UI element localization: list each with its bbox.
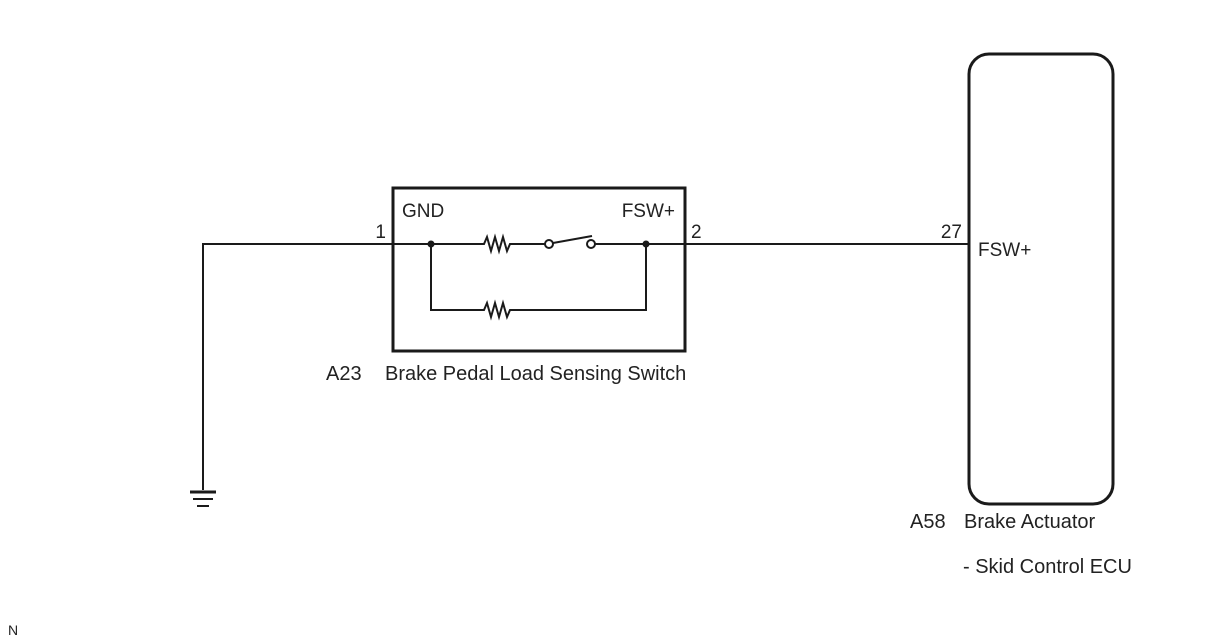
switch-pin-1: 1: [375, 222, 386, 243]
ground-wire: [202, 243, 393, 490]
resistor-upper-icon: [480, 233, 514, 255]
switch-name: Brake Pedal Load Sensing Switch: [385, 363, 686, 385]
ecu-name-line2: - Skid Control ECU: [963, 556, 1132, 578]
ecu-code: A58: [910, 511, 946, 533]
corner-mark: N: [8, 622, 18, 638]
switch-terminal-gnd-label: GND: [402, 201, 444, 222]
switch-internal-circuit: [393, 233, 685, 321]
ecu-pin-27: 27: [941, 222, 962, 243]
ground-icon: [190, 490, 216, 507]
switch-terminal-fsw-label: FSW+: [622, 201, 675, 222]
switch-contact-left: [544, 239, 554, 249]
brake-actuator-ecu-box: [967, 52, 1115, 506]
junction-dot-right: [642, 240, 650, 248]
resistor-lower-icon: [480, 299, 514, 321]
junction-dot-left: [427, 240, 435, 248]
switch-blade: [552, 235, 593, 244]
switch-contact-right: [586, 239, 596, 249]
switch-pin-2: 2: [691, 222, 702, 243]
ecu-name-line1: Brake Actuator: [964, 511, 1096, 533]
brake-pedal-switch-box: [391, 186, 687, 353]
ecu-terminal-fsw-label: FSW+: [978, 240, 1031, 261]
switch-code: A23: [326, 363, 362, 385]
